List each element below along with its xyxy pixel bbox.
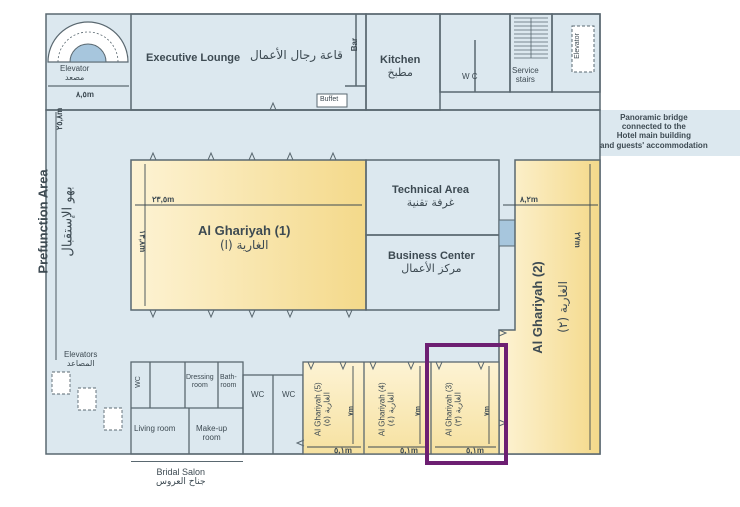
dim-g5-width: ٥,١m (334, 446, 352, 455)
small-hall-dividers (363, 362, 432, 454)
bridal-salon-label: Bridal Salon جناح العروس (156, 467, 206, 488)
elevator-top-label: Elevator مصعد (60, 64, 90, 83)
dim-g2-width: ٨,٢m (520, 195, 538, 204)
buffet-label: Buffet (320, 96, 339, 103)
top-rooms (130, 13, 601, 111)
kitchen-label: Kitchen مطبخ (380, 54, 421, 79)
prefunction-label: Prefunction Area (35, 169, 51, 274)
door-marks (149, 101, 508, 447)
ghariyah4-label: Al Ghariyah (4) الغارية (٤) (377, 382, 396, 437)
business-label: Business Center مركز الأعمال (388, 250, 475, 275)
elevator-right-box (571, 25, 595, 73)
panoramic-bridge-label: Panoramic bridge connected to the Hotel … (600, 113, 708, 150)
buffet-box (316, 93, 348, 108)
dim-g1-height: ١٣,٨m (138, 230, 147, 253)
technical-business (365, 159, 500, 311)
bridal-salon-rooms (130, 361, 304, 455)
dressing-room-label: Dressing room (186, 374, 214, 390)
prefunction-ar: بهو الإستقبال (60, 186, 76, 257)
service-stairs-label: Service stairs (512, 66, 539, 85)
makeup-room-label: Make-up room (196, 424, 228, 443)
dim-g1-width: ٢٣,٥m (152, 195, 175, 204)
ghariyah1-hall (130, 159, 367, 311)
ghariyah1-label: Al Ghariyah (1) الغارية (ا) (198, 223, 291, 252)
dim-left-height: ٢٥,٨m (55, 107, 64, 130)
executive-lounge-label: Executive Lounge (146, 52, 241, 64)
ghariyah3-label: Al Ghariyah (3) الغارية (٣) (444, 382, 463, 437)
dim-small-height-c: ٧m (484, 406, 491, 416)
dimension-lines (48, 85, 598, 450)
ghariyah2-ar: الغارية (٢) (555, 281, 570, 333)
dim-small-height-a: ٧m (348, 406, 355, 416)
dim-g2-height: ٢٧m (573, 232, 582, 248)
dim-small-height-b: ٧m (415, 406, 422, 416)
dim-g4-width: ٥,١m (400, 446, 418, 455)
elevator-small (498, 219, 516, 247)
small-halls (302, 361, 500, 455)
wc-c-label: WC (282, 390, 296, 399)
bar-label: Bar (350, 37, 360, 52)
dim-g3-width: ٥,١m (466, 446, 484, 455)
ghariyah2-label: Al Ghariyah (2) (529, 261, 545, 354)
living-room-label: Living room (134, 424, 176, 433)
ghariyah5-label: Al Ghariyah (5) الغارية (٥) (313, 382, 332, 437)
elevators-left-label: Elevators المصاعد (64, 350, 98, 369)
wc-b-label: WC (251, 390, 265, 399)
technical-label: Technical Area غرفة تقنية (392, 184, 470, 209)
round-elevator (47, 21, 129, 63)
bath-room-label: Bath- room (220, 374, 237, 390)
executive-lounge-ar: قاعة رجال الأعمال (250, 48, 343, 62)
dim-top-left-width: ٨,٥m (76, 90, 94, 99)
elevator-right-label: Elevator (573, 33, 581, 59)
highlight-frame (425, 343, 508, 465)
wc-top-label: W C (462, 72, 478, 81)
bridal-salon-bracket (131, 461, 243, 462)
wc-a-label: WC (134, 376, 142, 388)
service-stairs-steps (514, 17, 548, 59)
elevators-left-boxes (51, 371, 123, 431)
